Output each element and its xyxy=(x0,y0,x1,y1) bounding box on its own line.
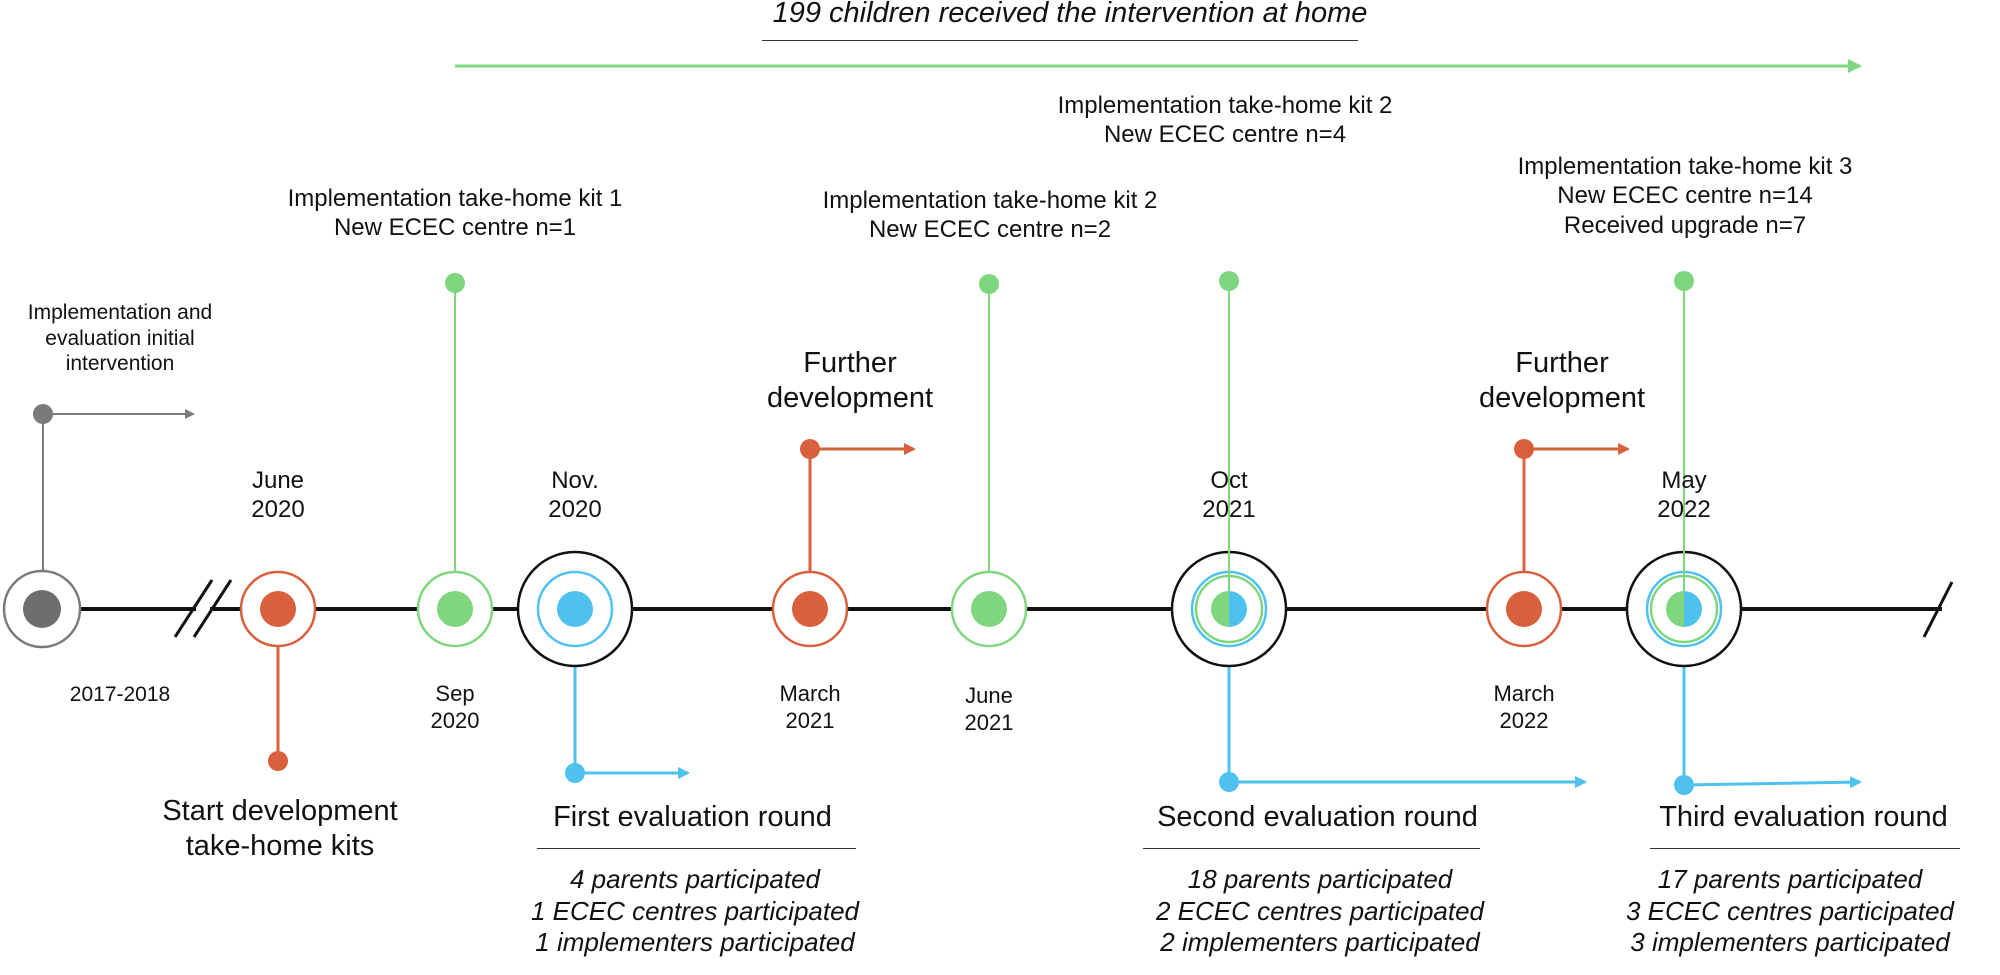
third-evaluation-underline xyxy=(1650,848,1960,849)
end-mark xyxy=(1922,581,1954,638)
kit-3-label: Implementation take-home kit 3 New ECEC … xyxy=(1517,153,1853,239)
second-evaluation-title: Second evaluation round xyxy=(1157,801,1478,833)
sep-2020-node xyxy=(416,273,494,648)
banner-text: 199 children received the intervention a… xyxy=(772,0,1368,29)
oct-2021-node xyxy=(1170,271,1587,792)
nov-2020-node xyxy=(516,550,690,783)
may-2022-node xyxy=(1625,271,1862,795)
kit-1-label: Implementation take-home kit 1 New ECEC … xyxy=(287,185,623,242)
third-evaluation-title: Third evaluation round xyxy=(1659,801,1948,833)
third-evaluation-details: 17 parents participated 3 ECEC centres p… xyxy=(1625,864,1955,958)
start-development-label: Start development take-home kits xyxy=(162,795,398,863)
june-2020-node xyxy=(239,570,317,771)
kit-2a-label: Implementation take-home kit 2 New ECEC … xyxy=(822,187,1158,244)
second-evaluation-details: 18 parents participated 2 ECEC centres p… xyxy=(1155,864,1485,958)
further-development-2: Further development xyxy=(1478,347,1646,415)
second-evaluation-underline xyxy=(1143,848,1480,849)
kit-2b-label: Implementation take-home kit 2 New ECEC … xyxy=(1057,92,1393,149)
initial-intervention-label: Implementation and evaluation initial in… xyxy=(27,301,213,376)
further-development-1: Further development xyxy=(766,347,934,415)
first-evaluation-underline xyxy=(537,848,856,849)
march-2021-node xyxy=(771,439,916,648)
first-evaluation-title: First evaluation round xyxy=(553,801,832,833)
june-2021-node xyxy=(950,274,1028,648)
march-2022-node xyxy=(1485,439,1630,648)
break-mark-1 xyxy=(173,579,214,638)
banner-underline xyxy=(762,40,1358,41)
period-2017-2018: 2017-2018 xyxy=(69,683,171,706)
initial-intervention-node xyxy=(2,404,195,649)
date-nov-2020: Nov.2020 xyxy=(548,467,602,524)
break-mark-2 xyxy=(192,579,233,638)
first-evaluation-details: 4 parents participated 1 ECEC centres pa… xyxy=(530,864,860,958)
